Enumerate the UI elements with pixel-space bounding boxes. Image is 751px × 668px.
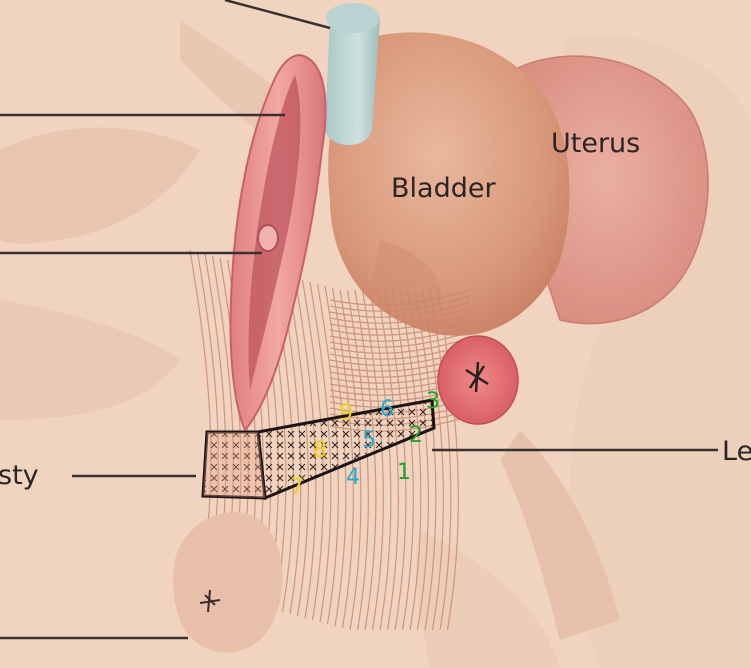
muscle-fiber <box>406 289 429 631</box>
muscle-fiber <box>361 289 384 631</box>
marker-4: 4 <box>346 465 360 490</box>
muscle-fiber <box>329 313 471 330</box>
muscle-fiber <box>329 325 471 342</box>
bladder-label: Bladder <box>391 173 496 204</box>
cylinder-shape <box>325 4 380 145</box>
muscle-fiber <box>429 289 452 631</box>
muscle-fiber <box>436 289 459 631</box>
perineum-shape <box>173 512 283 653</box>
marker-1: 1 <box>397 460 411 485</box>
marker-8: 8 <box>313 438 327 463</box>
marker-6: 6 <box>380 397 394 422</box>
muscle-fiber <box>329 295 471 312</box>
muscle-fiber <box>384 289 407 631</box>
muscle-fiber <box>329 319 471 336</box>
muscle-fiber <box>414 289 437 631</box>
muscle-fiber <box>376 289 399 631</box>
muscle-fiber <box>399 289 422 631</box>
muscle-fiber <box>346 289 369 631</box>
sty-partial-label: sty <box>0 460 39 491</box>
muscle-fiber <box>329 301 471 318</box>
leader-line-5 <box>224 0 331 30</box>
marker-7: 7 <box>290 475 304 500</box>
muscle-fiber <box>329 331 471 348</box>
numbered-markers: 1 2 3 4 5 6 7 8 9 <box>290 389 440 500</box>
leader-lines <box>0 0 718 640</box>
muscle-fiber <box>354 289 377 631</box>
muscle-fiber <box>329 307 471 324</box>
muscle-fiber <box>329 337 471 354</box>
graft-block <box>201 398 436 501</box>
marker-9: 9 <box>339 401 353 426</box>
uterus-label: Uterus <box>551 128 640 159</box>
marker-5: 5 <box>362 428 376 453</box>
muscle-fiber <box>329 289 471 306</box>
marker-3: 3 <box>426 389 440 414</box>
marker-2: 2 <box>409 423 423 448</box>
muscle-fiber <box>369 289 392 631</box>
opening-ring <box>257 224 279 252</box>
muscle-fiber <box>391 289 414 631</box>
left-partial-label: Le <box>722 436 751 467</box>
